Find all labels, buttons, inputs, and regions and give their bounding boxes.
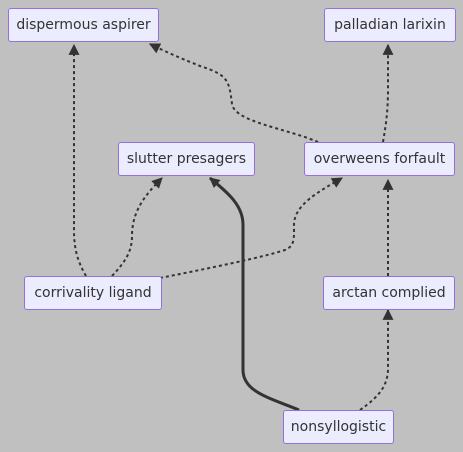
node-dispermous-aspirer[interactable]: dispermous aspirer	[8, 8, 159, 42]
node-label: overweens forfault	[313, 151, 446, 167]
node-palladian-larixin[interactable]: palladian larixin	[324, 8, 456, 42]
node-arctan-complied[interactable]: arctan complied	[323, 276, 455, 310]
edge-nonsyllogistic-to-slutter	[209, 176, 300, 412]
node-label: dispermous aspirer	[16, 17, 151, 33]
node-label: arctan complied	[332, 285, 446, 301]
edge-overweens-to-dispermous	[149, 43, 319, 143]
node-label: corrivality ligand	[34, 285, 152, 301]
node-corrivality-ligand[interactable]: corrivality ligand	[24, 276, 162, 310]
node-label: slutter presagers	[126, 151, 247, 167]
node-nonsyllogistic[interactable]: nonsyllogistic	[283, 410, 394, 444]
edge-nonsyllogistic-to-arctan	[359, 308, 394, 411]
edge-corrivality-to-slutter	[111, 177, 163, 277]
edge-corrivality-to-dispermous	[68, 43, 87, 277]
edge-overweens-to-palladian	[382, 43, 394, 143]
node-label: nonsyllogistic	[290, 419, 387, 435]
node-label: palladian larixin	[334, 17, 446, 33]
edge-corrivality-to-overweens	[159, 177, 343, 279]
node-slutter-presagers[interactable]: slutter presagers	[118, 142, 255, 176]
node-overweens-forfault[interactable]: overweens forfault	[304, 142, 455, 176]
